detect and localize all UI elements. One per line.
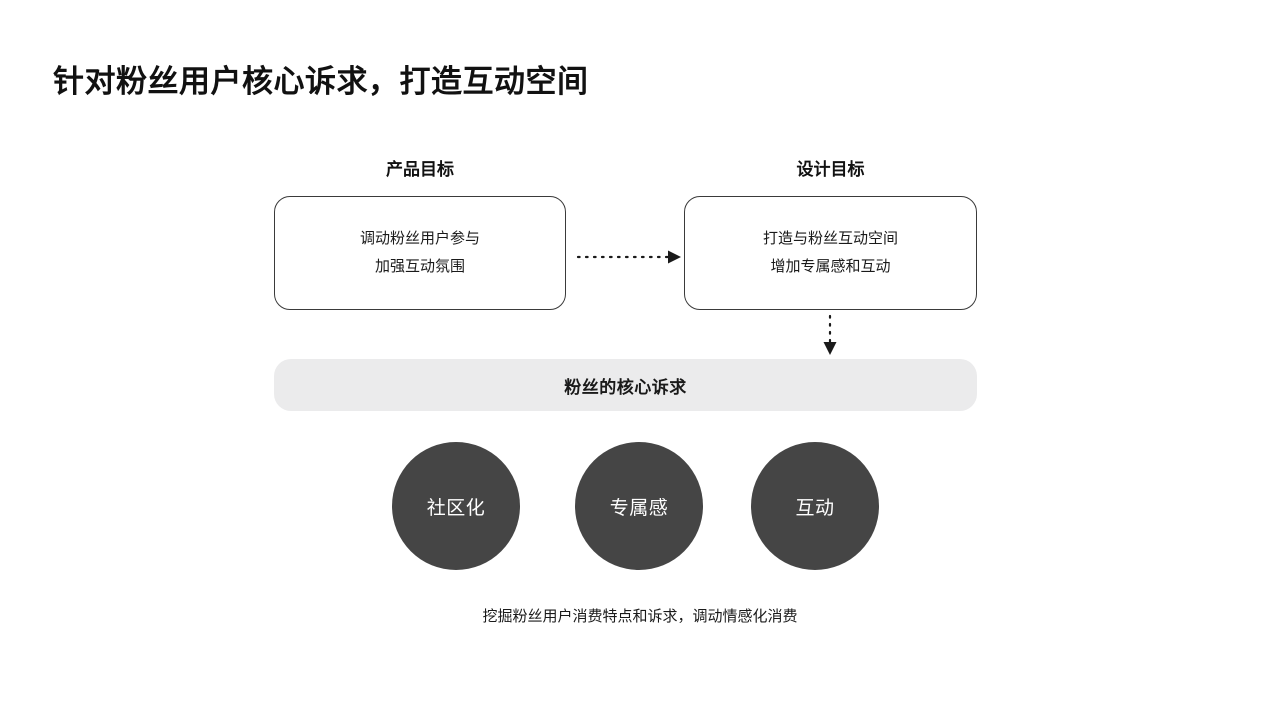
core-need-circle-exclusivity: 专属感 <box>575 442 703 570</box>
column-header-design-goal: 设计目标 <box>796 160 865 179</box>
design-goal-box: 打造与粉丝互动空间 增加专属感和互动 <box>684 196 977 310</box>
core-needs-banner-label: 粉丝的核心诉求 <box>564 377 687 397</box>
product-goal-box: 调动粉丝用户参与 加强互动氛围 <box>274 196 566 310</box>
design-goal-line-1: 打造与粉丝互动空间 <box>762 229 898 247</box>
core-need-circle-interaction: 互动 <box>751 442 879 570</box>
core-needs-banner: 粉丝的核心诉求 <box>274 359 977 411</box>
product-goal-line-2: 加强互动氛围 <box>374 257 465 275</box>
product-goal-line-1: 调动粉丝用户参与 <box>359 229 480 247</box>
column-header-product-goal: 产品目标 <box>386 160 454 179</box>
dotted-arrow-down-icon <box>818 314 842 358</box>
core-need-circle-community: 社区化 <box>392 442 520 570</box>
core-need-circle-label: 社区化 <box>426 497 486 519</box>
footer-caption: 挖掘粉丝用户消费特点和诉求，调动情感化消费 <box>482 608 798 625</box>
core-needs-circle-row: 社区化 专属感 互动 <box>0 442 1280 572</box>
core-need-circle-label: 专属感 <box>609 497 669 519</box>
core-need-circle-label: 互动 <box>795 497 835 519</box>
design-goal-line-2: 增加专属感和互动 <box>770 257 891 275</box>
dotted-arrow-right-icon <box>576 249 684 265</box>
page-title: 针对粉丝用户核心诉求，打造互动空间 <box>53 64 589 99</box>
